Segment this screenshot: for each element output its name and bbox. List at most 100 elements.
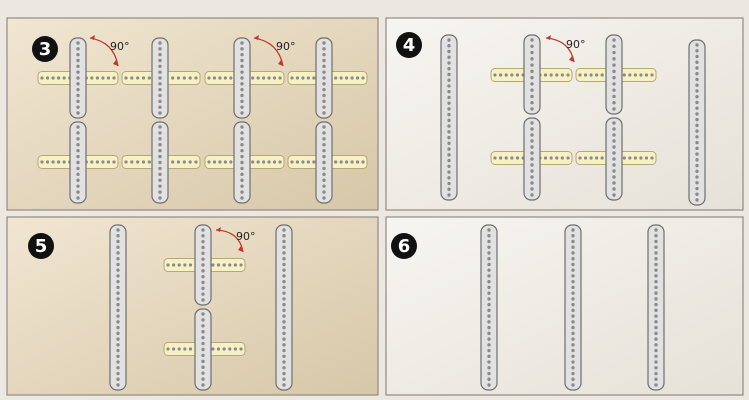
vertical-strip [151, 37, 169, 119]
strip-hole [654, 337, 658, 341]
strip-hole [487, 337, 491, 341]
strip-hole [530, 69, 534, 74]
strip-hole [322, 105, 326, 109]
strip-hole [201, 263, 205, 267]
block-hole [290, 160, 294, 164]
strip-hole [571, 320, 575, 324]
strip-hole [282, 348, 286, 353]
strip-hole [447, 55, 451, 59]
strip-hole [654, 268, 658, 272]
block-hole [45, 76, 50, 80]
strip-hole [240, 87, 244, 92]
strip-hole [322, 178, 326, 182]
block-hole [239, 347, 243, 351]
strip-hole [116, 366, 120, 370]
strip-hole [447, 67, 451, 71]
strip-hole [201, 292, 205, 296]
strip-hole [447, 72, 451, 77]
strip-hole [487, 348, 491, 353]
block-hole [141, 160, 146, 164]
strip-hole [116, 331, 120, 336]
block-hole [176, 160, 181, 164]
block-hole [644, 73, 649, 77]
strip-hole [612, 145, 616, 149]
strip-hole [282, 239, 286, 244]
block-hole [141, 76, 146, 80]
strip-hole [201, 286, 205, 291]
strip-hole [695, 169, 699, 173]
strip-hole [654, 371, 658, 376]
block-hole [301, 160, 305, 164]
block-hole [355, 160, 360, 164]
block-hole [124, 160, 128, 164]
strip-hole [612, 75, 616, 80]
strip-hole [612, 88, 616, 92]
strip-hole [76, 196, 80, 200]
strip-hole [571, 268, 575, 272]
strip-hole [612, 82, 616, 86]
strip-hole [282, 279, 286, 284]
strip-hole [116, 262, 120, 267]
strip-hole [116, 348, 120, 353]
strip-hole [116, 320, 120, 324]
strip-hole [240, 111, 244, 115]
strip-hole [487, 291, 491, 295]
strip-hole [654, 354, 658, 358]
vertical-strip [440, 34, 458, 201]
strip-hole [282, 251, 286, 255]
strip-hole [530, 121, 534, 125]
strip-hole [612, 94, 616, 99]
block-hole [555, 73, 559, 77]
strip-hole [76, 137, 80, 141]
strip-hole [158, 166, 162, 171]
block-hole [211, 347, 215, 351]
strip-hole [282, 302, 286, 307]
block-hole [493, 156, 497, 160]
strip-hole [201, 347, 205, 352]
strip-hole [116, 251, 120, 255]
strip-hole [322, 143, 326, 147]
strip-hole [695, 60, 699, 64]
strip-hole [695, 49, 699, 53]
strip-hole [158, 52, 162, 57]
strip-body [605, 34, 623, 115]
block-hole [223, 160, 227, 164]
strip-hole [654, 348, 658, 353]
strip-hole [158, 41, 162, 45]
block-hole [222, 347, 226, 351]
strip-hole [76, 111, 80, 115]
strip-hole [322, 166, 326, 171]
vertical-strip [523, 117, 541, 201]
strip-hole [201, 251, 205, 256]
block-hole [251, 160, 255, 164]
block-hole [583, 73, 588, 77]
strip-hole [158, 125, 162, 129]
vertical-strip [233, 121, 251, 204]
block-hole [549, 156, 553, 160]
strip-hole [447, 141, 451, 146]
strip-hole [695, 54, 699, 59]
strip-body [275, 224, 293, 391]
strip-hole [116, 383, 120, 387]
strip-hole [571, 337, 575, 341]
strip-hole [322, 99, 326, 104]
strip-hole [322, 184, 326, 188]
strip-hole [571, 325, 575, 330]
block-hole [90, 160, 94, 164]
block-hole [229, 76, 233, 80]
strip-hole [447, 84, 451, 88]
strip-hole [530, 193, 534, 197]
strip-hole [612, 187, 616, 191]
strip-hole [76, 82, 80, 86]
strip-hole [322, 190, 326, 194]
strip-hole [530, 44, 534, 48]
strip-hole [487, 257, 491, 261]
strip-hole [571, 331, 575, 336]
block-hole [639, 73, 643, 77]
strip-hole [116, 377, 120, 381]
strip-hole [654, 262, 658, 267]
block-hole [578, 73, 582, 77]
block-hole [177, 263, 181, 267]
strip-hole [76, 190, 80, 194]
